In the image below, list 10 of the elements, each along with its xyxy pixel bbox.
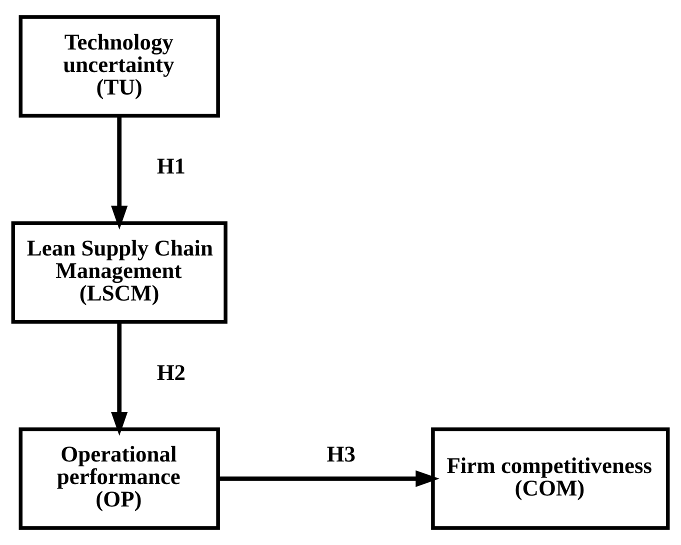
node-box: Lean Supply Chain Management (LSCM) [11,221,228,324]
edge-label: H2 [156,360,186,385]
arrow [111,322,128,436]
edge-label: H1 [156,154,186,179]
node-box: Firm competitiveness (COM) [431,427,670,530]
node-box: Technology uncertainty (TU) [18,15,220,118]
edge-label: H3 [326,442,356,467]
arrow [218,470,440,487]
node-box: Operational performance (OP) [18,427,220,530]
arrow [111,116,128,230]
